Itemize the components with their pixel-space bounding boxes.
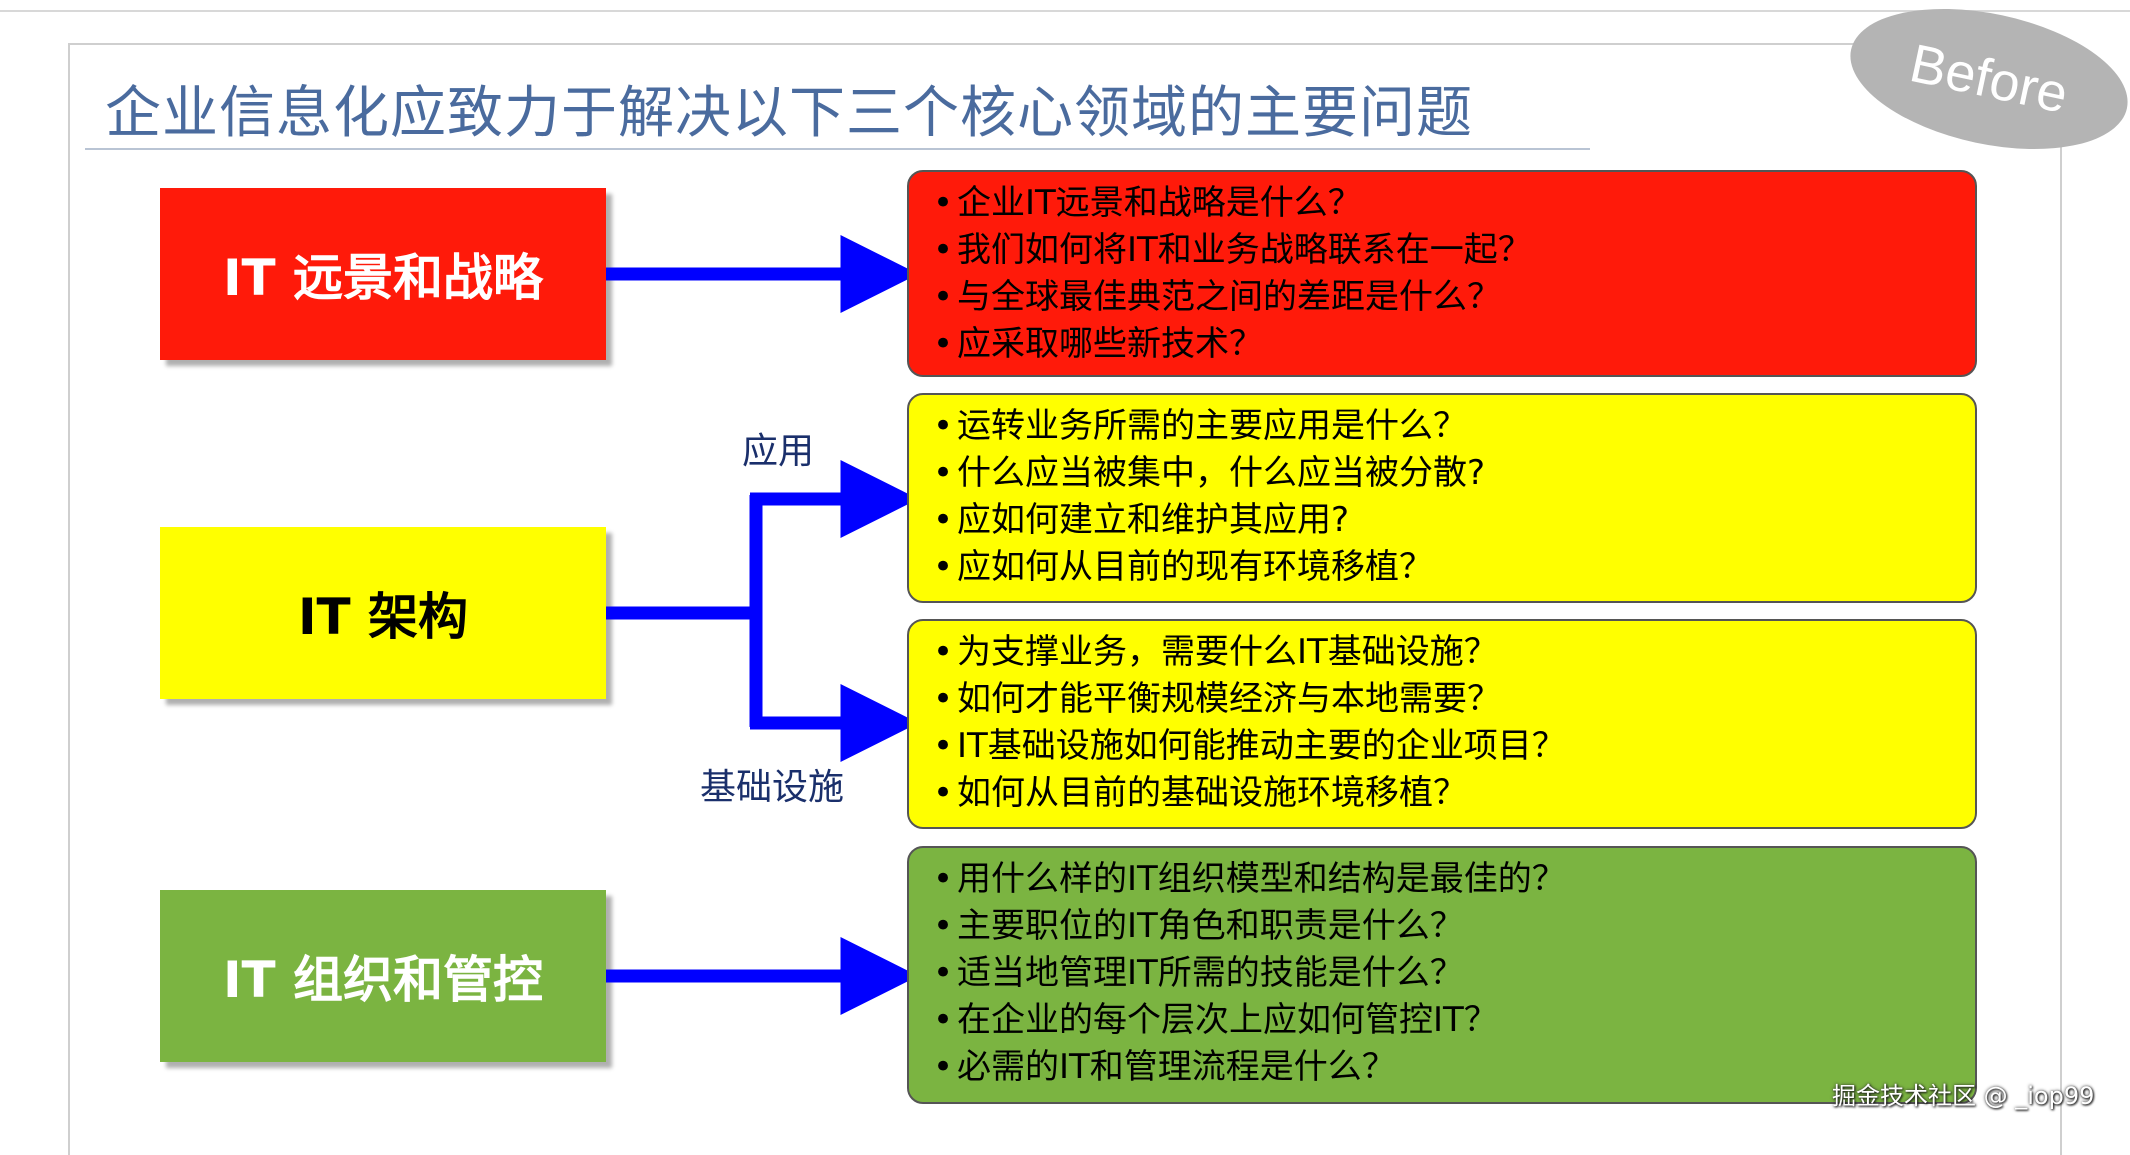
watermark: 掘金技术社区 @ _iop99 bbox=[1832, 1082, 2095, 1110]
area-label-vision-strategy: IT 远景和战略 bbox=[222, 249, 544, 307]
question-item: •应如何建立和维护其应用? bbox=[933, 500, 1350, 540]
page-title: 企业信息化应致力于解决以下三个核心领域的主要问题 bbox=[105, 81, 1473, 146]
question-item: •运转业务所需的主要应用是什么？ bbox=[933, 406, 1467, 446]
top-divider bbox=[0, 10, 2130, 12]
questions-box-infrastructure: •为支撑业务，需要什么IT基础设施？ •如何才能平衡规模经济与本地需要？ •IT… bbox=[907, 619, 1977, 829]
area-box-vision-strategy: IT 远景和战略 bbox=[160, 188, 606, 360]
question-item: •如何从目前的基础设施环境移植？ bbox=[933, 773, 1467, 813]
question-item: •什么应当被集中，什么应当被分散? bbox=[933, 453, 1486, 493]
question-item: •如何才能平衡规模经济与本地需要？ bbox=[933, 679, 1501, 719]
branch-label-application: 应用 bbox=[742, 431, 815, 472]
branch-label-infrastructure: 基础设施 bbox=[700, 767, 845, 808]
questions-box-vision: •企业IT远景和战略是什么？ •我们如何将IT和业务战略联系在一起？ •与全球最… bbox=[907, 170, 1977, 377]
area-box-architecture: IT 架构 bbox=[160, 527, 606, 699]
question-item: •用什么样的IT组织模型和结构是最佳的？ bbox=[933, 859, 1566, 899]
question-item: •主要职位的IT角色和职责是什么？ bbox=[933, 906, 1464, 946]
area-box-organization: IT 组织和管控 bbox=[160, 890, 606, 1062]
questions-box-organization: •用什么样的IT组织模型和结构是最佳的？ •主要职位的IT角色和职责是什么？ •… bbox=[907, 846, 1977, 1104]
question-item: •应如何从目前的现有环境移植？ bbox=[933, 547, 1433, 587]
area-label-architecture: IT 架构 bbox=[297, 588, 469, 646]
question-item: •IT基础设施如何能推动主要的企业项目？ bbox=[933, 726, 1566, 766]
question-item: •与全球最佳典范之间的差距是什么？ bbox=[933, 277, 1501, 317]
title-underline bbox=[85, 148, 1590, 150]
question-item: •在企业的每个层次上应如何管控IT？ bbox=[933, 1000, 1498, 1040]
question-item: •我们如何将IT和业务战略联系在一起？ bbox=[933, 230, 1532, 270]
question-item: •应采取哪些新技术？ bbox=[933, 324, 1263, 364]
question-item: •企业IT远景和战略是什么？ bbox=[933, 183, 1362, 223]
question-item: •适当地管理IT所需的技能是什么？ bbox=[933, 953, 1464, 993]
question-item: •为支撑业务，需要什么IT基础设施？ bbox=[933, 632, 1498, 672]
area-label-organization: IT 组织和管控 bbox=[222, 951, 544, 1009]
question-item: •必需的IT和管理流程是什么？ bbox=[933, 1047, 1396, 1087]
questions-box-application: •运转业务所需的主要应用是什么？ •什么应当被集中，什么应当被分散? •应如何建… bbox=[907, 393, 1977, 603]
